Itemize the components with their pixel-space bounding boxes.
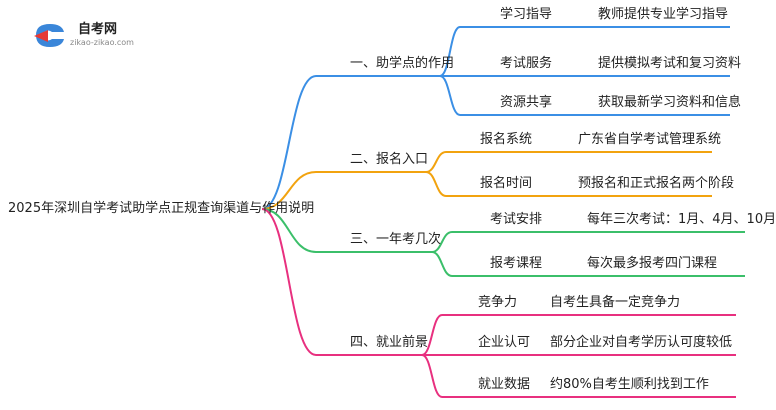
branch-edge-4 (261, 208, 317, 356)
leaf-value-4-3: 约80%自考生顺利找到工作 (550, 377, 709, 392)
leaf-label-4-3: 就业数据 (478, 377, 531, 392)
branch-edge-3 (261, 208, 317, 253)
logo-subtitle: zikao-zikao.com (70, 38, 134, 47)
leaf-value-4-1: 自考生具备一定竞争力 (550, 295, 681, 310)
branch-edge-2 (261, 171, 317, 210)
mindmap: 2025年深圳自学考试助学点正规查询渠道与作用说明 一、助学点的作用 学习指导 教师… (8, 7, 776, 392)
branch-label-2: 二、报名入口 (350, 152, 429, 167)
leaf-value-2-2: 预报名和正式报名两个阶段 (578, 176, 735, 191)
leaf-label-1-3: 资源共享 (500, 95, 553, 110)
branch-label-4: 四、就业前景 (350, 335, 429, 350)
leaf-value-3-1: 每年三次考试：1月、4月、10月 (587, 212, 776, 227)
leaf-value-4-2: 部分企业对自考学历认可度较低 (550, 335, 733, 350)
leaf-label-3-1: 考试安排 (490, 212, 543, 227)
leaf-label-2-1: 报名系统 (480, 132, 533, 147)
root-title: 2025年深圳自学考试助学点正规查询渠道与作用说明 (8, 201, 315, 216)
leaf-label-1-1: 学习指导 (500, 7, 553, 22)
logo-mark-icon (34, 24, 64, 47)
leaf-value-1-2: 提供模拟考试和复习资料 (598, 56, 742, 71)
leaf-value-1-3: 获取最新学习资料和信息 (598, 95, 742, 110)
branch-label-1: 一、助学点的作用 (350, 56, 455, 71)
leaf-label-4-1: 竞争力 (478, 295, 518, 310)
logo-title: 自考网 (78, 22, 118, 37)
leaf-edge-1-3 (439, 75, 461, 116)
leaf-label-1-2: 考试服务 (500, 56, 553, 71)
mindmap-edges (261, 26, 745, 398)
leaf-edge-4-3 (421, 354, 443, 398)
branch-label-3: 三、一年考几次 (350, 232, 442, 247)
site-logo: 自考网 zikao-zikao.com (30, 18, 150, 52)
leaf-edge-3-2 (431, 251, 453, 277)
leaf-value-1-1: 教师提供专业学习指导 (598, 7, 729, 22)
leaf-value-3-2: 每次最多报考四门课程 (587, 256, 718, 271)
leaf-edge-4-1 (421, 314, 443, 356)
leaf-edge-2-2 (425, 171, 447, 197)
leaf-value-2-1: 广东省自学考试管理系统 (578, 132, 722, 147)
branch-edge-1 (261, 75, 317, 210)
leaf-label-3-2: 报考课程 (490, 256, 543, 271)
leaf-label-2-2: 报名时间 (480, 176, 533, 191)
leaf-edge-1-1 (439, 26, 461, 77)
leaf-label-4-2: 企业认可 (478, 335, 531, 350)
